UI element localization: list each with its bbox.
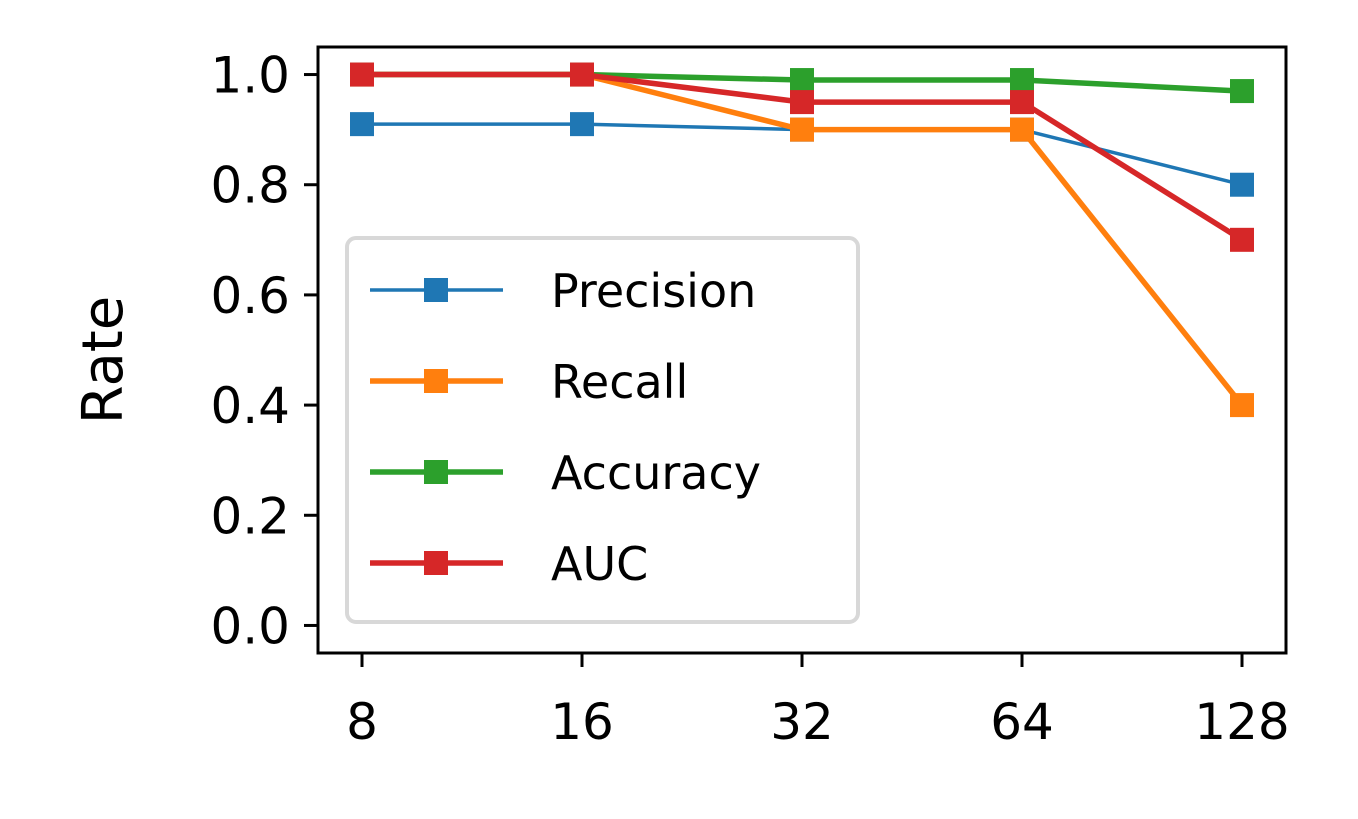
- data-point-auc: [570, 62, 594, 87]
- x-tick-label: 16: [550, 693, 614, 751]
- legend-marker: [424, 460, 448, 484]
- data-point-accuracy: [790, 68, 814, 93]
- series-layer: [350, 62, 1254, 418]
- data-point-recall: [790, 117, 814, 142]
- legend-label: AUC: [551, 537, 648, 591]
- data-point-auc: [790, 90, 814, 115]
- data-point-precision: [1230, 172, 1254, 197]
- data-point-accuracy: [1010, 68, 1034, 93]
- x-tick-label: 8: [346, 693, 378, 751]
- y-tick-label: 0.0: [210, 597, 290, 655]
- legend-label: Precision: [551, 264, 756, 318]
- y-tick-label: 0.4: [210, 377, 290, 435]
- data-point-auc: [1010, 90, 1034, 115]
- data-point-precision: [570, 112, 594, 137]
- x-tick-label: 64: [990, 693, 1054, 751]
- data-point-recall: [1010, 117, 1034, 142]
- legend-box: [345, 236, 860, 624]
- legend-marker: [424, 551, 448, 575]
- y-axis-label: Rate: [71, 296, 136, 424]
- x-tick-label: 32: [770, 693, 834, 751]
- y-tick-label: 0.2: [210, 487, 290, 545]
- data-point-accuracy: [1230, 79, 1254, 104]
- y-tick-label: 1.0: [210, 47, 290, 105]
- legend-label: Recall: [551, 355, 688, 409]
- legend-label: Accuracy: [551, 446, 761, 500]
- x-tick-label: 128: [1194, 693, 1289, 751]
- y-tick-label: 0.6: [210, 267, 290, 325]
- y-axis: 0.0 0.2 0.4 0.6 0.8 1.0: [210, 47, 318, 655]
- data-point-recall: [1230, 393, 1254, 418]
- data-point-auc: [350, 62, 374, 87]
- legend-marker: [424, 278, 448, 302]
- legend-marker: [424, 369, 448, 393]
- y-tick-label: 0.8: [210, 157, 290, 215]
- x-axis: 8 16 32 64 128: [346, 653, 1290, 751]
- data-point-precision: [350, 112, 374, 137]
- data-point-auc: [1230, 227, 1254, 252]
